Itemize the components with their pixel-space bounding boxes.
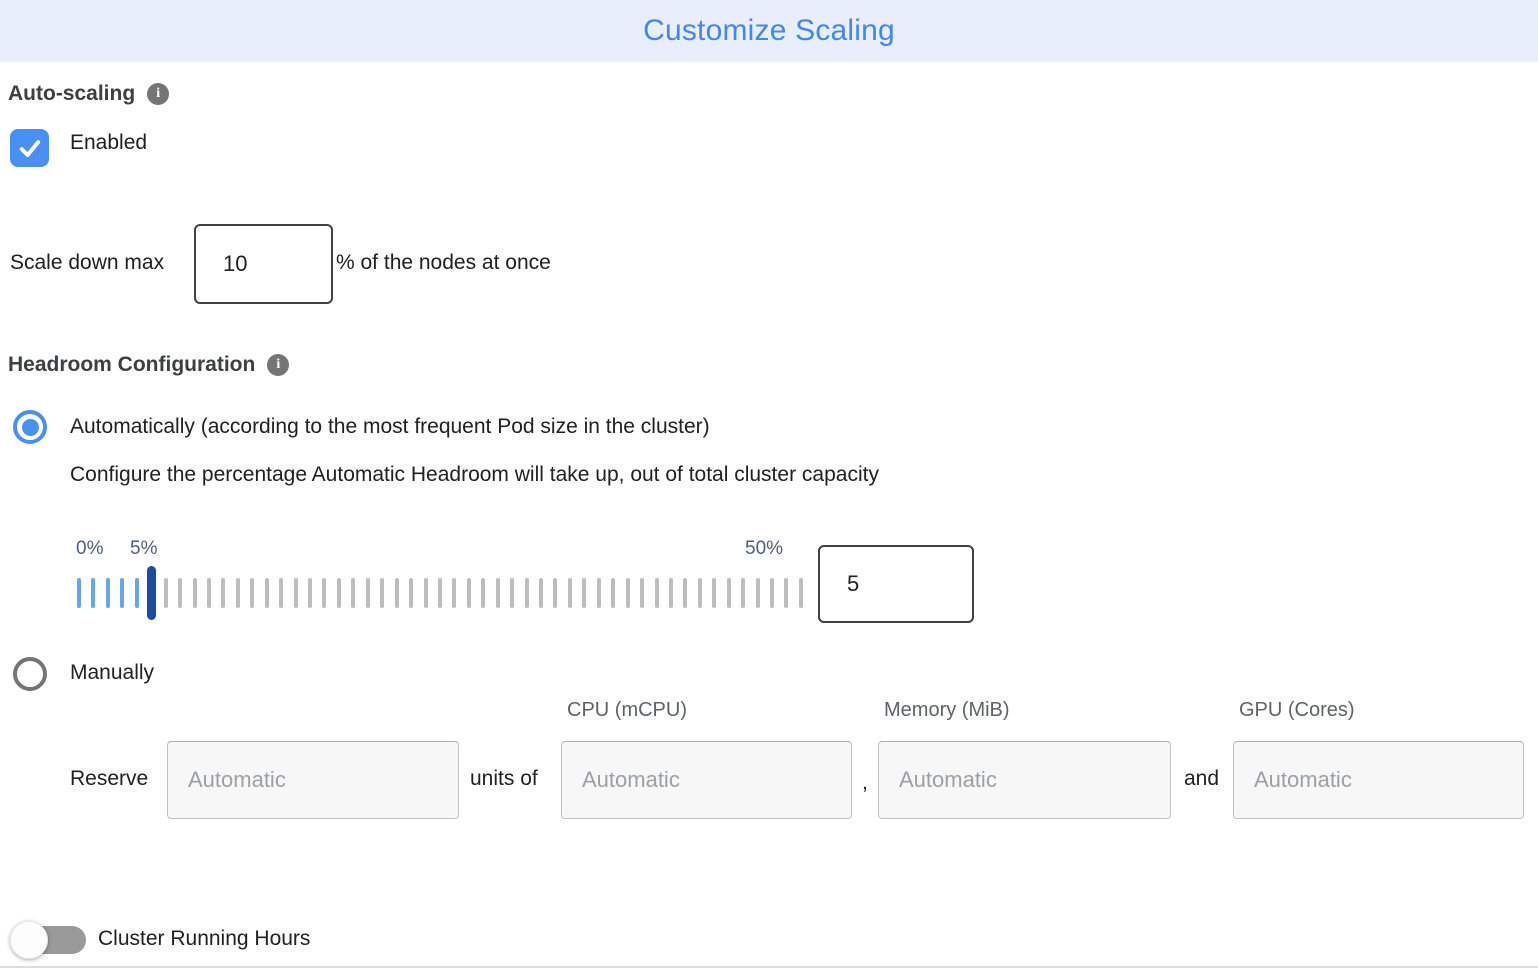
- slider-tick[interactable]: [235, 578, 240, 608]
- slider-handle[interactable]: [146, 566, 156, 620]
- slider-tick[interactable]: [409, 578, 414, 608]
- slider-tick[interactable]: [539, 578, 543, 608]
- headroom-automatic-radio[interactable]: [13, 410, 47, 444]
- column-header-gpu: GPU (Cores): [1239, 699, 1355, 721]
- slider-tick[interactable]: [308, 578, 312, 608]
- toggle-knob[interactable]: [10, 921, 48, 959]
- auto-scaling-section-label: Auto-scaling i: [8, 82, 170, 106]
- slider-tick[interactable]: [134, 578, 139, 608]
- slider-tick[interactable]: [726, 578, 731, 608]
- headroom-slider[interactable]: [77, 578, 803, 608]
- radio-dot: [21, 418, 39, 436]
- slider-tick[interactable]: [495, 578, 500, 608]
- slider-tick[interactable]: [625, 578, 630, 608]
- slider-tick[interactable]: [654, 578, 659, 608]
- checkmark-icon: [16, 134, 44, 162]
- slider-tick[interactable]: [466, 578, 471, 608]
- slider-tick[interactable]: [163, 578, 168, 608]
- slider-tick[interactable]: [423, 578, 428, 608]
- slider-tick[interactable]: [221, 578, 226, 608]
- scale-down-suffix: % of the nodes at once: [336, 251, 551, 274]
- slider-tick[interactable]: [524, 578, 529, 608]
- bottom-divider: [0, 966, 1538, 968]
- slider-tick[interactable]: [755, 578, 760, 608]
- slider-tick[interactable]: [712, 578, 717, 608]
- reserve-memory-input[interactable]: [878, 741, 1171, 819]
- slider-tick[interactable]: [567, 578, 572, 608]
- enabled-label: Enabled: [70, 131, 148, 154]
- slider-tick[interactable]: [120, 578, 125, 608]
- slider-min-label: 0%: [76, 538, 104, 559]
- reserve-gpu-input[interactable]: [1233, 741, 1524, 819]
- auto-scaling-label: Auto-scaling: [8, 82, 136, 105]
- slider-max-label: 50%: [745, 538, 784, 559]
- slider-tick[interactable]: [264, 578, 269, 608]
- dialog-header: Customize Scaling: [0, 0, 1538, 62]
- slider-tick[interactable]: [394, 578, 399, 608]
- info-icon[interactable]: i: [267, 354, 290, 376]
- slider-tick[interactable]: [322, 578, 327, 608]
- slider-tick[interactable]: [351, 578, 356, 608]
- scale-down-max-input[interactable]: [194, 224, 333, 304]
- slider-tick[interactable]: [77, 578, 81, 608]
- slider-tick[interactable]: [697, 578, 702, 608]
- slider-tick[interactable]: [279, 578, 284, 608]
- slider-tick[interactable]: [91, 578, 96, 608]
- slider-tick[interactable]: [293, 578, 298, 608]
- reserve-label: Reserve: [70, 767, 149, 790]
- slider-tick[interactable]: [596, 578, 601, 608]
- slider-tick[interactable]: [336, 578, 341, 608]
- page-title: Customize Scaling: [643, 14, 895, 47]
- slider-tick[interactable]: [741, 578, 746, 608]
- slider-tick[interactable]: [192, 578, 197, 608]
- headroom-manual-radio[interactable]: [13, 657, 47, 691]
- auto-scaling-enabled-checkbox[interactable]: [10, 129, 49, 167]
- slider-tick[interactable]: [668, 578, 673, 608]
- headroom-manual-label: Manually: [70, 661, 155, 684]
- and-label: and: [1184, 767, 1220, 790]
- scale-down-label: Scale down max: [10, 251, 165, 274]
- slider-tick[interactable]: [380, 578, 385, 608]
- headroom-section-label: Headroom Configuration i: [8, 353, 290, 377]
- slider-tick[interactable]: [582, 578, 587, 608]
- slider-tick[interactable]: [365, 578, 370, 608]
- slider-tick[interactable]: [437, 578, 442, 608]
- slider-tick[interactable]: [770, 578, 774, 608]
- reserve-cpu-input[interactable]: [561, 741, 852, 819]
- headroom-automatic-label: Automatically (according to the most fre…: [70, 415, 710, 438]
- info-icon[interactable]: i: [147, 83, 170, 105]
- slider-tick[interactable]: [105, 578, 110, 608]
- column-header-memory: Memory (MiB): [884, 699, 1010, 721]
- headroom-label: Headroom Configuration: [8, 353, 256, 376]
- slider-tick[interactable]: [178, 578, 183, 608]
- comma-separator: ,: [862, 771, 868, 794]
- slider-tick[interactable]: [640, 578, 645, 608]
- slider-current-label: 5%: [130, 538, 158, 559]
- slider-tick[interactable]: [452, 578, 457, 608]
- slider-tick[interactable]: [206, 578, 211, 608]
- slider-tick[interactable]: [611, 578, 616, 608]
- cluster-running-hours-label: Cluster Running Hours: [98, 927, 311, 950]
- slider-tick[interactable]: [510, 578, 515, 608]
- slider-tick[interactable]: [250, 578, 255, 608]
- column-header-cpu: CPU (mCPU): [567, 699, 687, 721]
- headroom-percentage-input[interactable]: [818, 545, 974, 623]
- slider-tick[interactable]: [683, 578, 688, 608]
- slider-tick[interactable]: [553, 578, 558, 608]
- units-of-label: units of: [470, 767, 538, 790]
- slider-tick[interactable]: [481, 578, 486, 608]
- slider-tick[interactable]: [798, 578, 803, 608]
- reserve-units-input[interactable]: [167, 741, 459, 819]
- headroom-automatic-description: Configure the percentage Automatic Headr…: [70, 463, 879, 486]
- slider-tick[interactable]: [784, 578, 789, 608]
